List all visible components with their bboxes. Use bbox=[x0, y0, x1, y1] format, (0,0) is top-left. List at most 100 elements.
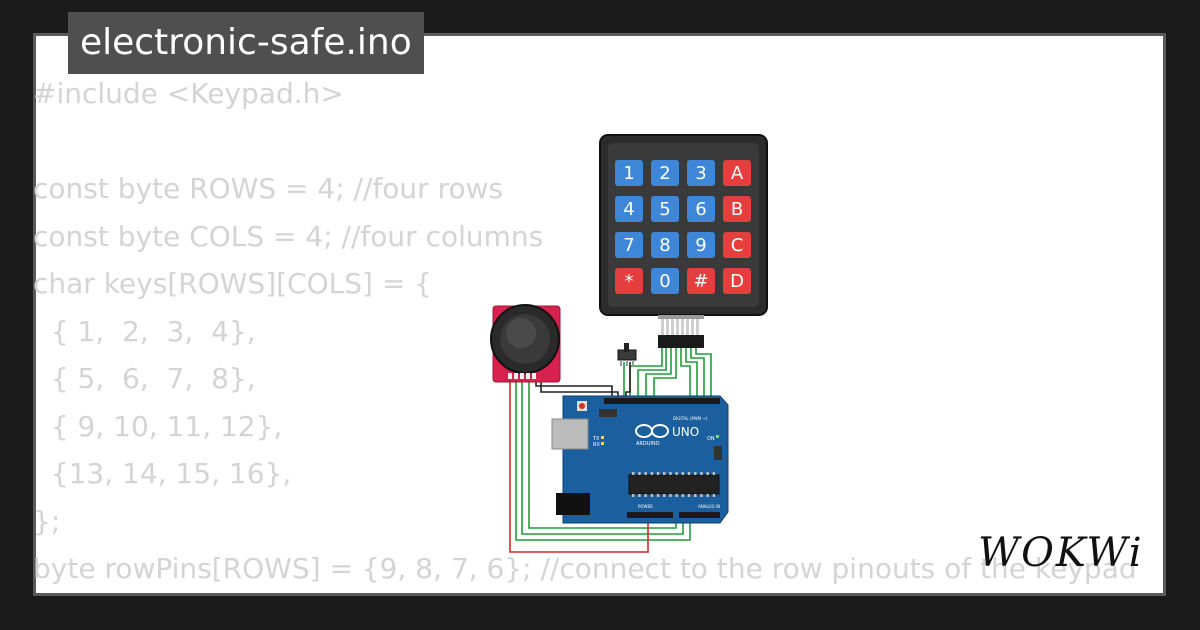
wires bbox=[509, 348, 712, 553]
keypad-key bbox=[615, 196, 643, 222]
chip-pin bbox=[700, 472, 703, 475]
wire bbox=[695, 348, 712, 404]
keypad-key-label: 1 bbox=[623, 163, 634, 184]
chip-pin bbox=[687, 494, 691, 497]
chip-pin bbox=[656, 494, 660, 497]
chip-pin bbox=[706, 494, 709, 497]
chip-pin bbox=[650, 472, 654, 475]
keypad-key bbox=[651, 268, 679, 294]
switch-lever bbox=[624, 343, 629, 352]
keypad-key-label: 3 bbox=[695, 163, 706, 184]
joystick-pins bbox=[508, 373, 536, 379]
keypad-key-label: B bbox=[731, 199, 743, 220]
keypad-key-label: # bbox=[693, 271, 708, 292]
chip-pin bbox=[694, 494, 697, 497]
keypad-key bbox=[615, 160, 643, 186]
chip-pin bbox=[669, 494, 672, 497]
analog-header bbox=[679, 512, 720, 518]
code-line: { 9, 10, 11, 12}, bbox=[33, 409, 283, 443]
chip-pin bbox=[675, 472, 678, 475]
arduino-logo-label: ARDUINO bbox=[636, 441, 660, 447]
chip-pin bbox=[632, 494, 635, 497]
usb-port bbox=[551, 418, 589, 450]
chip-pin bbox=[644, 494, 647, 497]
ribbon-strand bbox=[686, 319, 689, 335]
wire bbox=[509, 380, 649, 553]
joystick-module bbox=[490, 304, 561, 383]
ribbon-strand bbox=[681, 319, 684, 335]
chip-pin bbox=[675, 494, 678, 497]
keypad-key bbox=[651, 232, 679, 258]
wire bbox=[528, 380, 677, 529]
power-pins-label: POWER bbox=[638, 504, 653, 509]
code-line: }; bbox=[33, 504, 61, 538]
arduino-uno: UNO ARDUINO DIGITAL (PWM ~) ANALOG IN PO… bbox=[551, 395, 729, 524]
power-header bbox=[627, 512, 673, 518]
keypad-key bbox=[615, 232, 643, 258]
slide-switch bbox=[617, 343, 637, 366]
keypad-key-label: * bbox=[625, 271, 634, 292]
power-jack bbox=[556, 493, 590, 515]
code-line: #include <Keypad.h> bbox=[33, 77, 344, 110]
keypad-key-label: 8 bbox=[659, 235, 670, 256]
keypad-key bbox=[687, 232, 715, 258]
rx-led-label: RX bbox=[593, 442, 600, 448]
chip-pin bbox=[638, 494, 641, 497]
keypad-key bbox=[687, 268, 715, 294]
chip-pin bbox=[681, 494, 685, 497]
tx-led-label: TX bbox=[592, 436, 600, 442]
keypad-key bbox=[615, 268, 643, 294]
chip-pin bbox=[694, 472, 697, 475]
analog-pins-label: ANALOG IN bbox=[698, 504, 720, 509]
wire bbox=[653, 348, 677, 404]
wire bbox=[690, 348, 705, 404]
wire bbox=[685, 348, 698, 404]
ribbon-strand bbox=[696, 319, 699, 335]
atmega-chip bbox=[628, 474, 720, 495]
ribbon-strand bbox=[671, 319, 674, 335]
keypad-key-label: 5 bbox=[659, 199, 670, 220]
arduino-model-label: UNO bbox=[672, 425, 699, 439]
wokwi-logo: WOKWi bbox=[978, 530, 1144, 576]
ribbon-strand bbox=[666, 319, 669, 335]
wokwi-logo-text: WOKWi bbox=[978, 530, 1144, 576]
keypad-key-label: 9 bbox=[695, 235, 706, 256]
keypad-face bbox=[608, 143, 759, 307]
keypad-key-label: D bbox=[730, 271, 744, 292]
keypad-key bbox=[687, 196, 715, 222]
ribbon-strand bbox=[661, 319, 664, 335]
keypad-key bbox=[651, 196, 679, 222]
code-line: { 1, 2, 3, 4}, bbox=[33, 314, 256, 348]
chip-pin bbox=[681, 472, 685, 475]
keypad-key-label: A bbox=[731, 163, 744, 184]
chip-pin bbox=[669, 472, 672, 475]
keypad-key bbox=[723, 196, 751, 222]
chip-pin bbox=[712, 494, 716, 497]
keypad-key-label: 0 bbox=[659, 271, 670, 292]
chip-pin bbox=[638, 472, 641, 475]
digital-pins-label: DIGITAL (PWM ~) bbox=[673, 416, 708, 421]
keypad-key bbox=[723, 160, 751, 186]
chip-pin bbox=[687, 472, 691, 475]
code-line: const byte COLS = 4; //four columns bbox=[33, 219, 544, 253]
chip-pin bbox=[663, 472, 666, 475]
joystick-highlight bbox=[506, 318, 536, 348]
icsp-header bbox=[714, 446, 722, 460]
wire bbox=[645, 348, 672, 404]
chip-pin bbox=[650, 494, 654, 497]
chip-pin bbox=[656, 472, 660, 475]
keypad-key bbox=[723, 268, 751, 294]
ribbon-strand bbox=[691, 319, 694, 335]
wire bbox=[521, 380, 684, 535]
on-led-label: ON bbox=[707, 436, 715, 442]
code-line: {13, 14, 15, 16}, bbox=[33, 457, 292, 490]
keypad-key bbox=[651, 160, 679, 186]
wire bbox=[637, 348, 667, 404]
chip-pin bbox=[706, 472, 709, 475]
chip-pin bbox=[712, 472, 716, 475]
keypad-ribbon bbox=[658, 315, 704, 319]
chip-pin bbox=[632, 472, 635, 475]
ribbon-connector bbox=[658, 335, 704, 348]
